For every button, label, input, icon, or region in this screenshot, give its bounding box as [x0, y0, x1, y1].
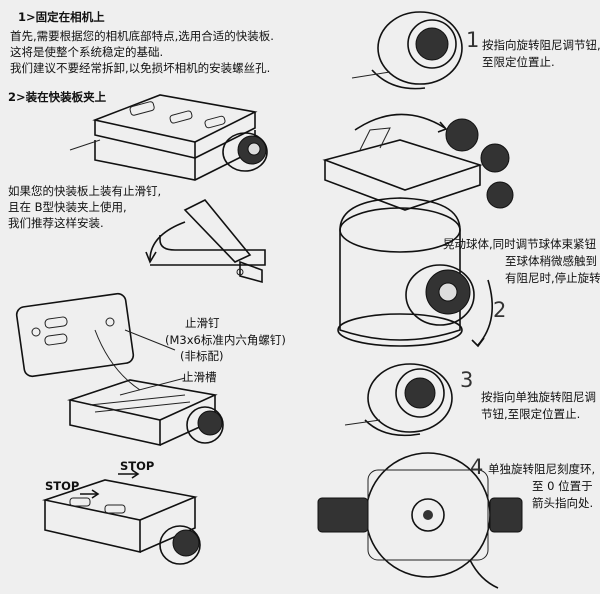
section1-heading: 1>固定在相机上	[18, 10, 105, 24]
section1-line-3: 我们建议不要经常拆卸,以免损坏相机的安装螺丝孔.	[10, 61, 271, 75]
clamp-with-groove-illustration	[67, 377, 224, 446]
section2-note-2: 且在 B型快装夹上使用,	[8, 200, 127, 214]
plate-with-pin-illustration	[15, 292, 176, 391]
bracket-illustration	[145, 198, 266, 284]
section2-note-3: 我们推荐这样安装.	[8, 216, 104, 230]
step4-number: 4	[470, 455, 484, 479]
plate-on-clamp-illustration	[69, 94, 268, 181]
step2-line-3: 有阻尼时,停止旋转.	[505, 271, 600, 285]
step3-line-1: 按指向单独旋转阻尼调	[481, 390, 596, 404]
section1-line-2: 这将是使整个系统稳定的基础.	[10, 45, 164, 59]
step4-base-illustration	[317, 452, 523, 589]
step1-knob-illustration	[351, 11, 463, 90]
not-standard-label: (非标配)	[180, 349, 224, 363]
stop-groove-label: 止滑槽	[182, 370, 217, 384]
step3-number: 3	[460, 368, 474, 392]
step2-line-1: 晃动球体,同时调节球体束紧钮	[443, 237, 597, 251]
step3-line-2: 节钮,至限定位置止.	[481, 407, 581, 421]
step3-knob-illustration	[344, 363, 453, 437]
stop-illustration	[41, 469, 201, 565]
stop-pin-label: 止滑钉	[185, 316, 220, 330]
step4-line-3: 箭头指向处.	[532, 496, 594, 510]
section2-heading: 2>装在快装板夹上	[8, 90, 107, 104]
stop-label-left: STOP	[45, 479, 80, 493]
stop-label-right: STOP	[120, 459, 155, 473]
step4-line-2: 至 0 位置于	[532, 479, 593, 493]
step2-number: 2	[493, 298, 507, 322]
step1-line-2: 至限定位置止.	[482, 55, 555, 69]
step2-line-2: 至球体稍微感触到	[505, 254, 597, 268]
section2-note-1: 如果您的快装板上装有止滑钉,	[8, 184, 162, 198]
step1-number: 1	[466, 28, 480, 52]
step1-line-1: 按指向旋转阻尼调节钮,	[482, 38, 600, 52]
step4-line-1: 单独旋转阻尼刻度环,	[488, 462, 596, 476]
section1-line-1: 首先,需要根据您的相机底部特点,选用合适的快装板.	[10, 29, 274, 43]
screw-spec-label: (M3x6标准内六角螺钉)	[165, 333, 286, 347]
ballhead-illustration	[322, 113, 514, 348]
